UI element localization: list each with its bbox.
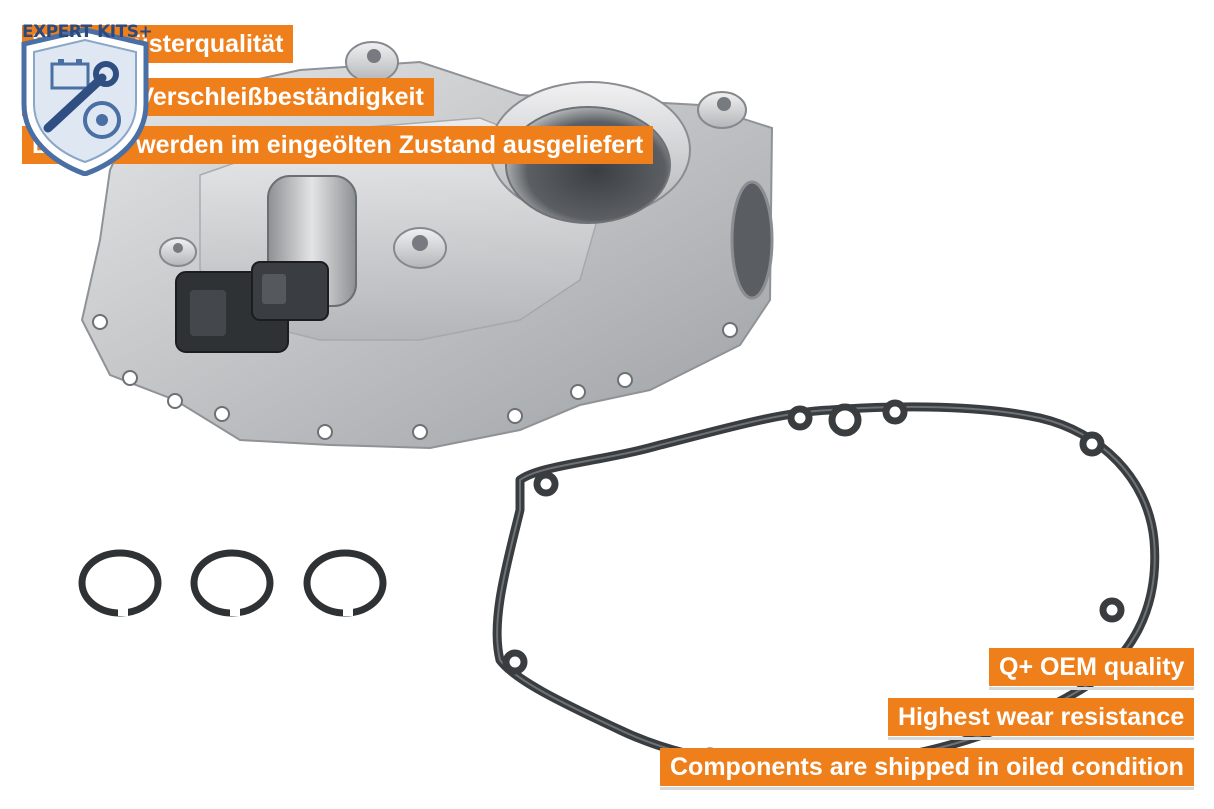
- banner-wear-resistance-en: Highest wear resistance: [888, 698, 1195, 736]
- banner-oiled-condition-en: Components are shipped in oiled conditio…: [660, 748, 1194, 786]
- banner-shadow: [660, 787, 1194, 790]
- banner-shadow: [888, 737, 1194, 740]
- badge-label: EXPERT KITS+: [22, 22, 153, 42]
- solenoid-valve-connector-icon: [175, 175, 357, 353]
- shield-battery-wrench-brake-icon: [21, 27, 149, 177]
- gasket-icon: [492, 399, 1160, 773]
- banner-shadow: [989, 687, 1194, 690]
- banner-oem-quality-en: Q+ OEM quality: [989, 648, 1195, 686]
- expert-kits-badge: EXPERT KITS+: [10, 16, 160, 177]
